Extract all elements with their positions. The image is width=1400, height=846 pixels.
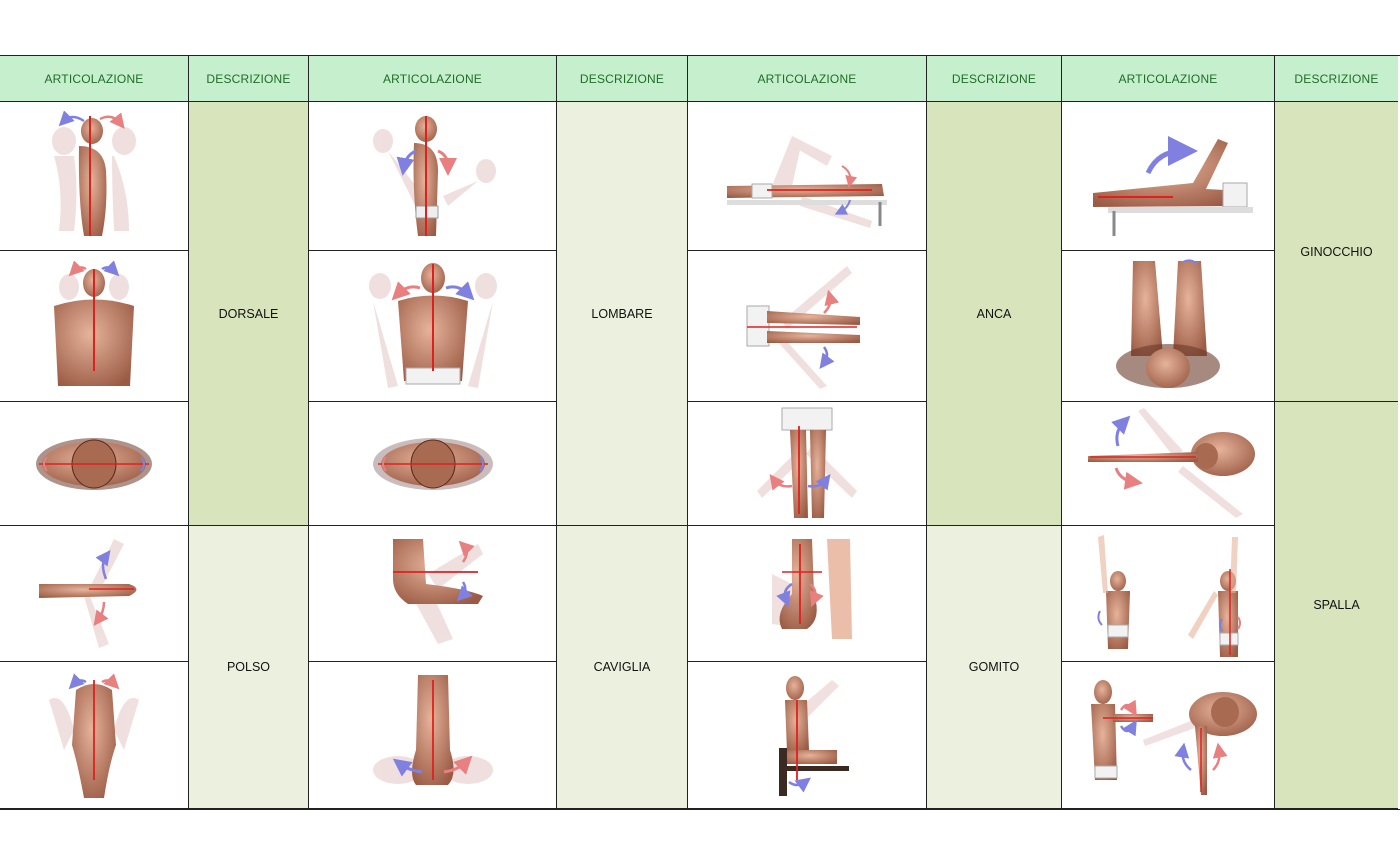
header-articolazione-3: ARTICOLAZIONE <box>688 56 927 102</box>
foot-front-icon <box>309 662 557 809</box>
hand-front-icon <box>0 662 189 809</box>
ankle-side-icon <box>309 526 557 662</box>
leg-rotation-icon <box>688 402 927 526</box>
trunk-bend-icon <box>309 102 557 251</box>
torso-front-icon <box>0 251 189 402</box>
desc-spalla: SPALLA <box>1275 402 1398 809</box>
header-descrizione-3: DESCRIZIONE <box>927 56 1062 102</box>
desc-caviglia: CAVIGLIA <box>557 526 688 809</box>
pelvis-top-icon <box>309 402 557 526</box>
trunk-lateral-icon <box>309 251 557 402</box>
legs-prone-icon <box>1062 251 1275 402</box>
header-articolazione-2: ARTICOLAZIONE <box>309 56 557 102</box>
desc-ginocchio: GINOCCHIO <box>1275 102 1398 402</box>
header-descrizione-2: DESCRIZIONE <box>557 56 688 102</box>
torso-side-icon <box>0 102 189 251</box>
desc-dorsale: DORSALE <box>189 102 309 526</box>
arm-raise-icon <box>1062 526 1275 662</box>
header-descrizione-4: DESCRIZIONE <box>1275 56 1398 102</box>
header-descrizione-1: DESCRIZIONE <box>189 56 309 102</box>
joints-table: ARTICOLAZIONE DESCRIZIONE ARTICOLAZIONE … <box>0 55 1400 810</box>
seated-elbow-icon <box>688 662 927 809</box>
desc-gomito: GOMITO <box>927 526 1062 809</box>
arm-top-icon <box>1062 402 1275 526</box>
wrist-side-icon <box>0 526 189 662</box>
knee-lying-icon <box>1062 102 1275 251</box>
desc-lombare: LOMBARE <box>557 102 688 526</box>
legs-top-icon <box>688 251 927 402</box>
forearm-icon <box>688 526 927 662</box>
arm-rotation-icon <box>1062 662 1275 809</box>
desc-anca: ANCA <box>927 102 1062 526</box>
header-articolazione-1: ARTICOLAZIONE <box>0 56 189 102</box>
torso-top-icon <box>0 402 189 526</box>
leg-lying-icon <box>688 102 927 251</box>
desc-polso: POLSO <box>189 526 309 809</box>
header-articolazione-4: ARTICOLAZIONE <box>1062 56 1275 102</box>
